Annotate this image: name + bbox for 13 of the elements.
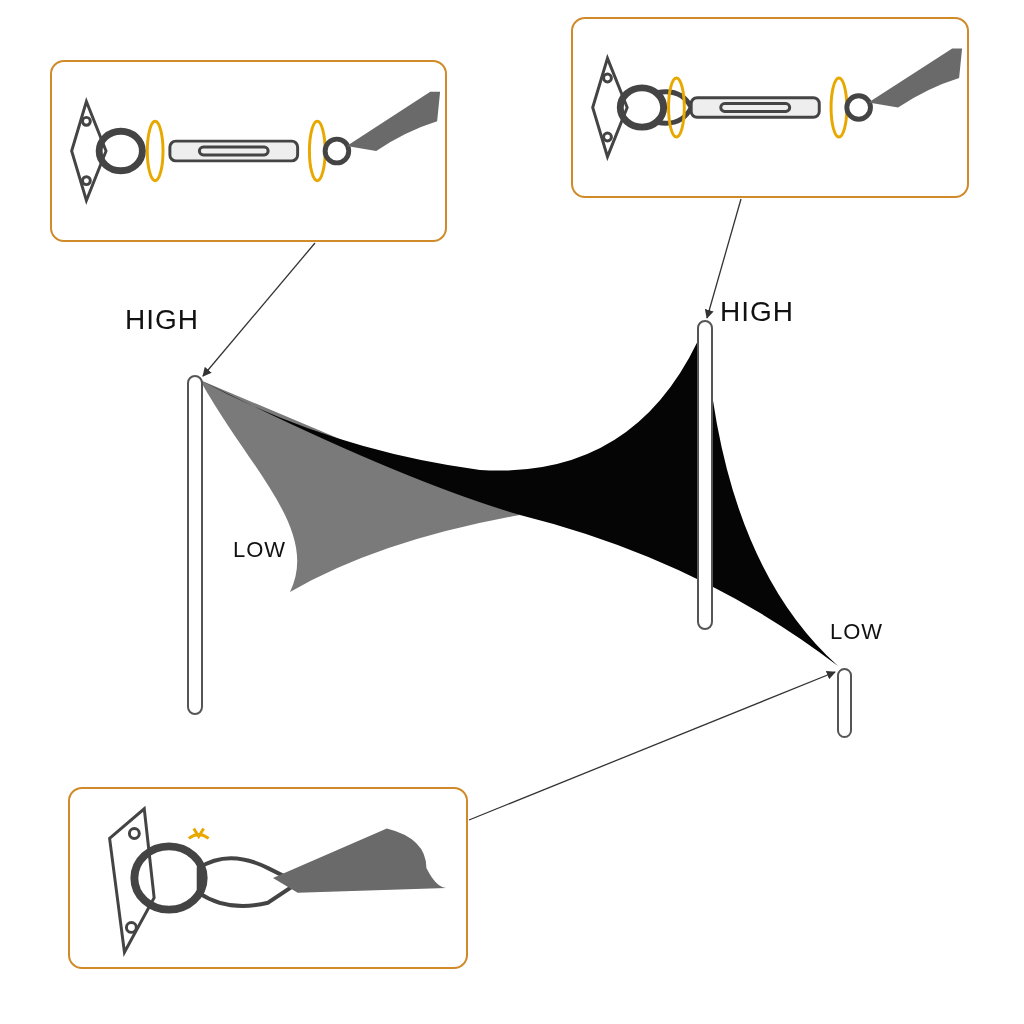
leader-line [202, 242, 316, 377]
post [837, 668, 852, 738]
callout-box [571, 17, 969, 198]
leader-line [704, 198, 742, 319]
post [187, 375, 203, 715]
callout-box [50, 60, 447, 242]
height-label: HIGH [125, 304, 199, 336]
callout-box [68, 787, 468, 969]
leader-line [468, 670, 836, 821]
height-label: HIGH [720, 296, 794, 328]
post [697, 320, 713, 630]
height-label: LOW [830, 619, 884, 645]
height-label: LOW [233, 537, 287, 563]
